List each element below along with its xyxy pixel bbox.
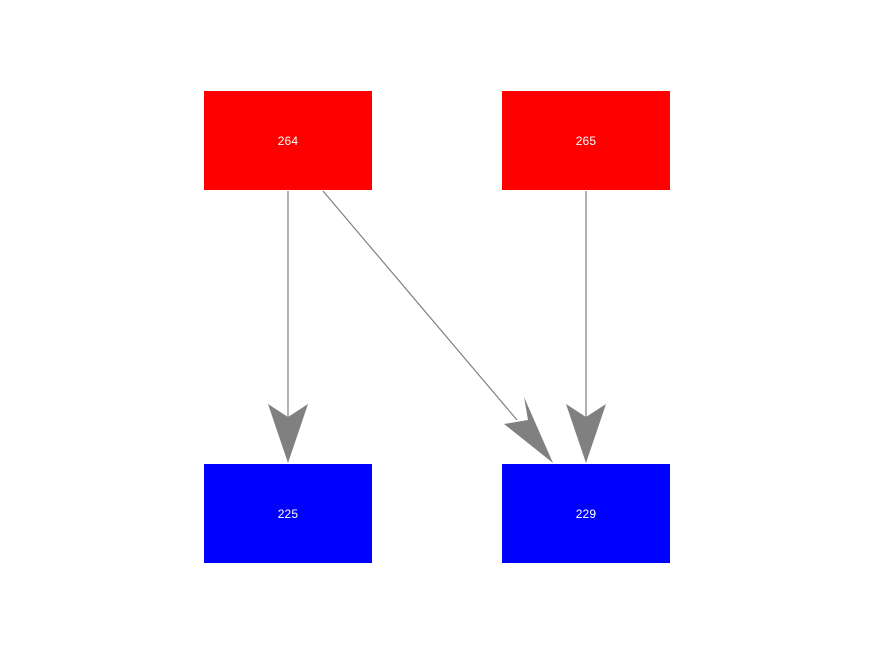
node-264-label: 264 bbox=[277, 133, 299, 148]
node-225-label: 225 bbox=[277, 506, 299, 521]
arrowhead-264-225 bbox=[268, 404, 308, 463]
arrowhead-264-229 bbox=[504, 397, 553, 463]
arrowhead-265-229 bbox=[566, 404, 606, 463]
node-265-label: 265 bbox=[575, 133, 597, 148]
edge-264-to-225 bbox=[268, 191, 308, 463]
node-265[interactable]: 265 bbox=[502, 91, 670, 190]
edge-line-264-229 bbox=[322, 190, 518, 421]
node-229-label: 229 bbox=[575, 506, 597, 521]
edge-265-to-229 bbox=[566, 191, 606, 463]
node-229[interactable]: 229 bbox=[502, 464, 670, 563]
node-225[interactable]: 225 bbox=[204, 464, 372, 563]
edge-264-to-229 bbox=[322, 190, 553, 463]
node-264[interactable]: 264 bbox=[204, 91, 372, 190]
